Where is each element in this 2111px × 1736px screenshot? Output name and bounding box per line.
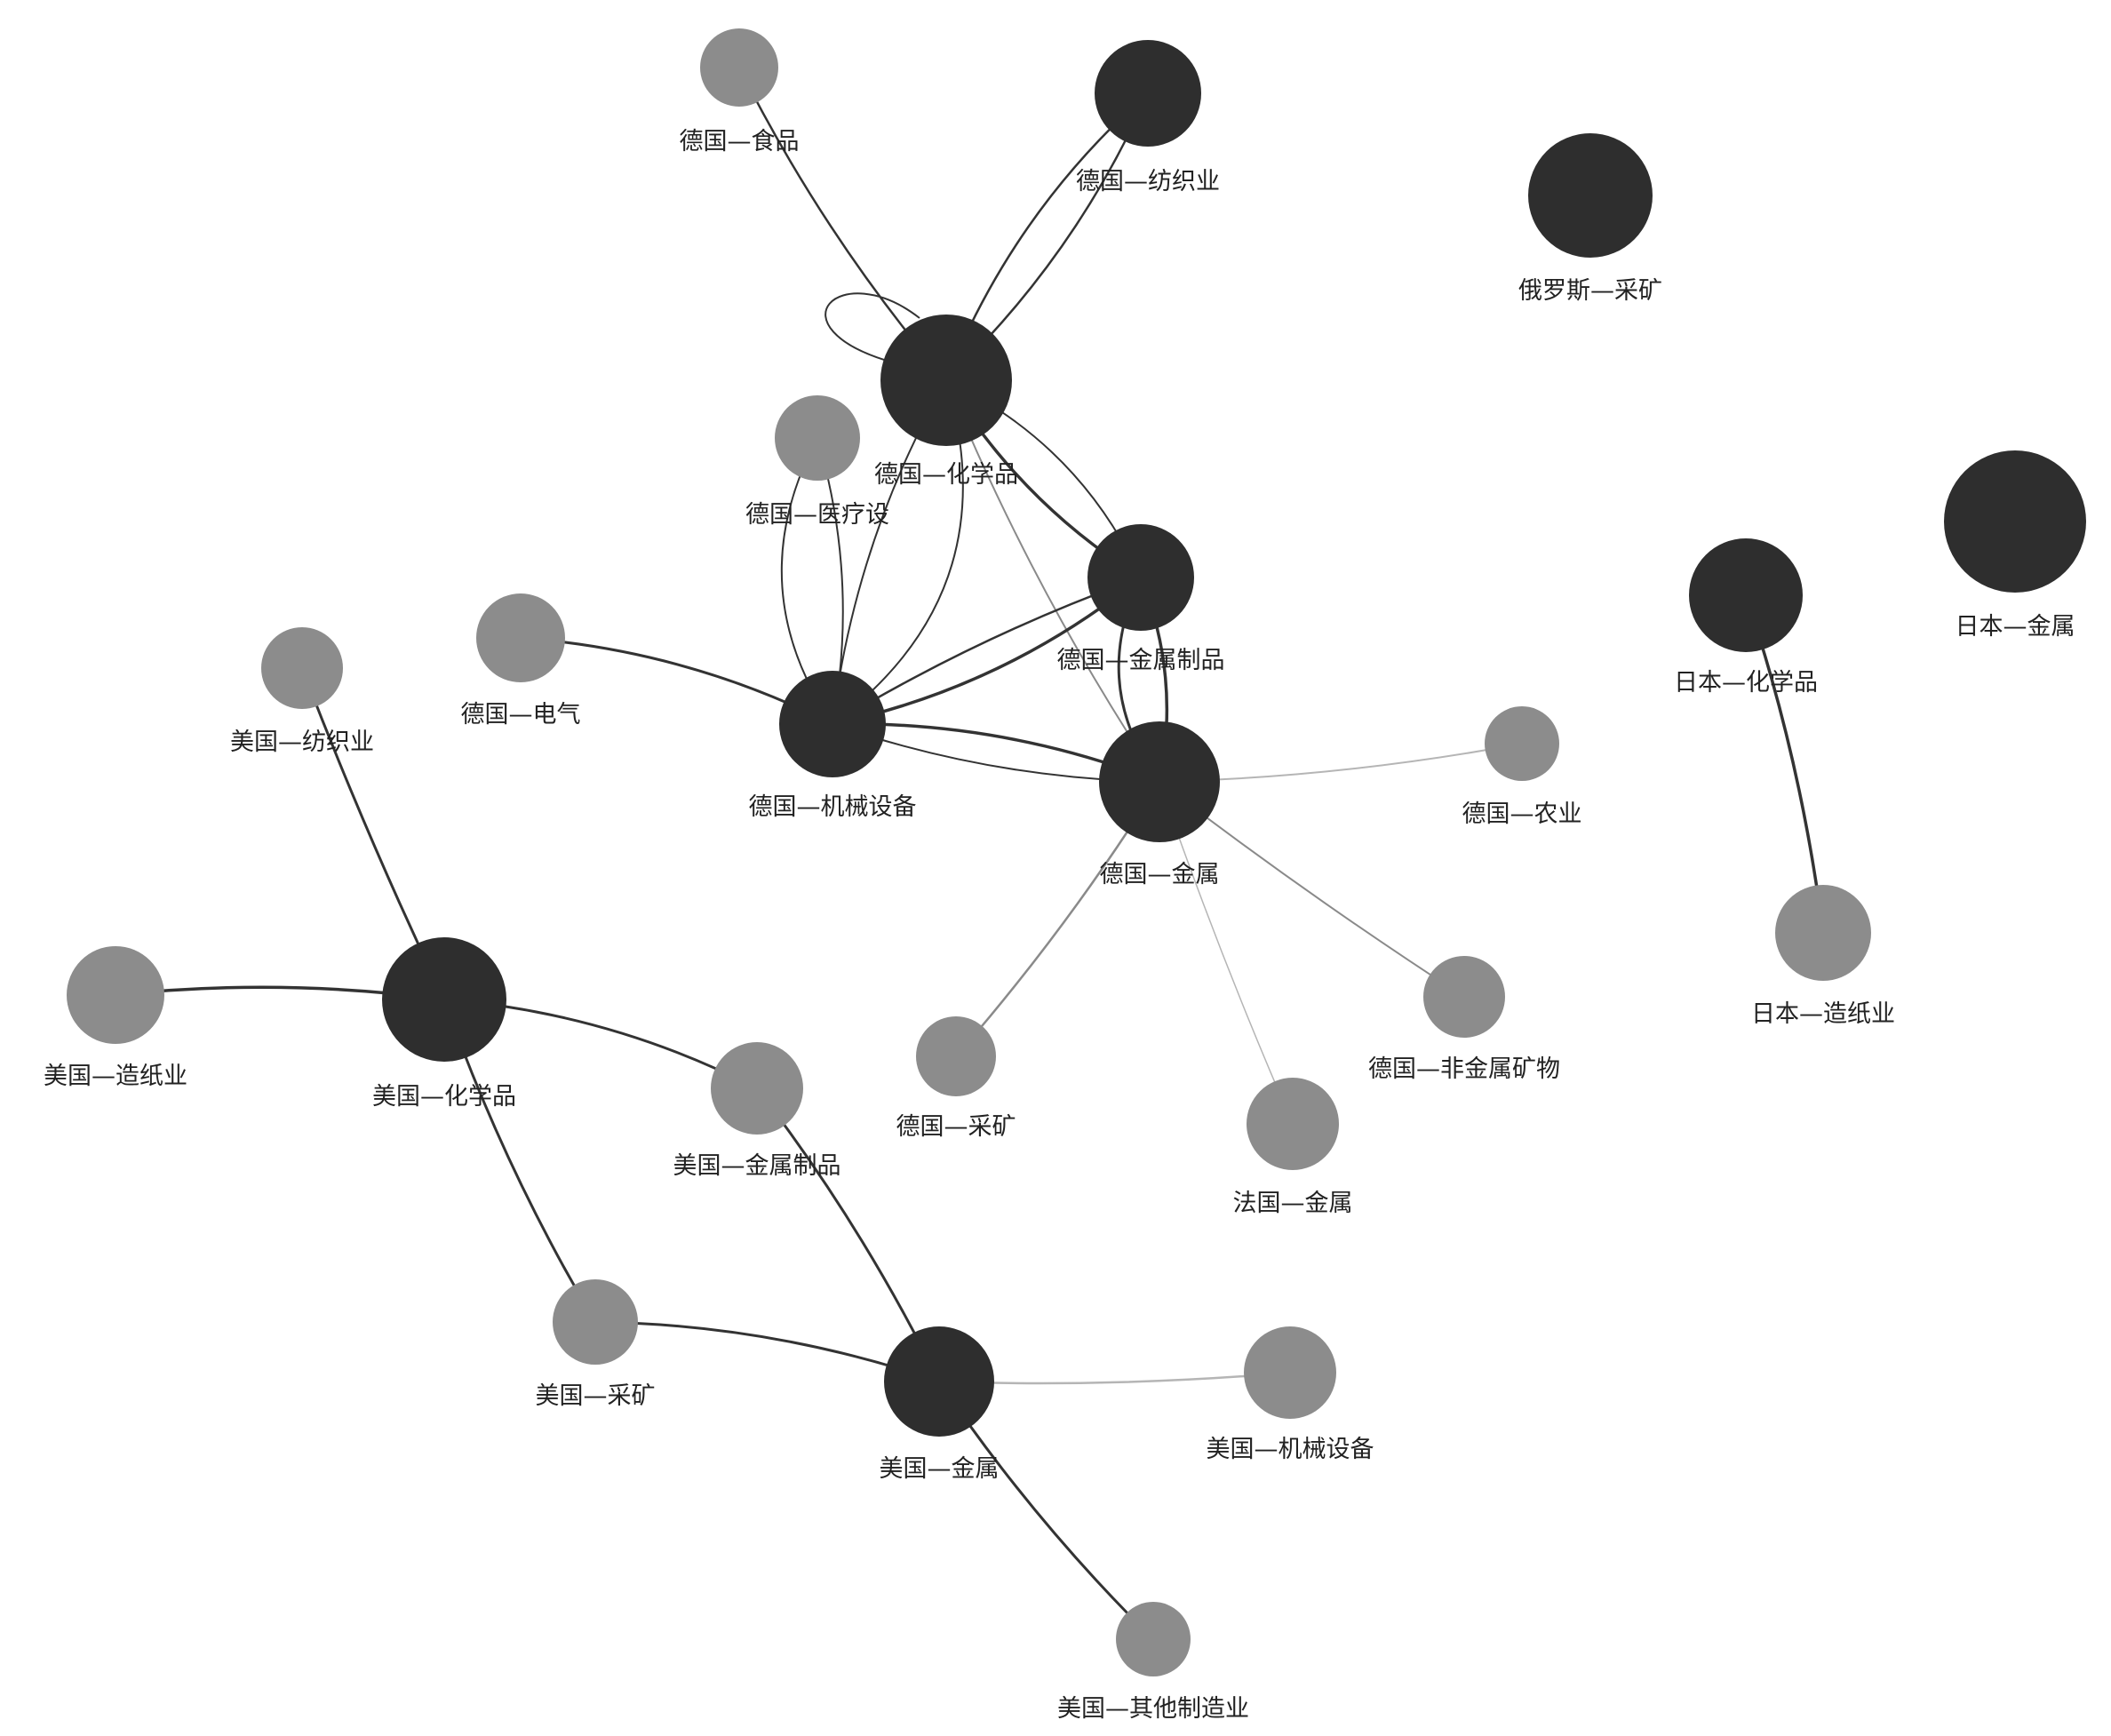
node-de-chem[interactable]: 德国—化学品 [874, 315, 1018, 489]
node-circle-us-paper[interactable] [67, 946, 164, 1044]
node-circle-de-med[interactable] [775, 395, 860, 481]
node-circle-us-textile[interactable] [261, 627, 343, 709]
node-circle-us-chem[interactable] [382, 937, 506, 1062]
node-de-metalprod[interactable]: 德国—金属制品 [1057, 524, 1225, 674]
node-label-us-othermfg: 美国—其他制造业 [1057, 1695, 1249, 1723]
node-de-textile[interactable]: 德国—纺织业 [1076, 40, 1220, 195]
node-jp-chem[interactable]: 日本—化学品 [1674, 538, 1818, 697]
node-label-jp-metal: 日本—金属 [1956, 613, 2075, 641]
node-de-mining[interactable]: 德国—采矿 [896, 1016, 1016, 1141]
node-us-paper[interactable]: 美国—造纸业 [44, 946, 187, 1090]
node-us-othermfg[interactable]: 美国—其他制造业 [1057, 1602, 1249, 1723]
node-jp-metal[interactable]: 日本—金属 [1944, 450, 2086, 641]
node-label-de-machine: 德国—机械设备 [749, 793, 917, 821]
node-circle-de-textile[interactable] [1095, 40, 1201, 147]
node-fr-metal[interactable]: 法国—金属 [1233, 1078, 1353, 1217]
node-circle-us-metal[interactable] [884, 1326, 994, 1437]
node-circle-de-elec[interactable] [476, 593, 565, 682]
node-label-jp-chem: 日本—化学品 [1674, 669, 1818, 697]
node-circle-de-agri[interactable] [1485, 706, 1559, 781]
node-label-de-med: 德国—医疗设 [745, 501, 889, 529]
node-us-metalprod[interactable]: 美国—金属制品 [673, 1042, 841, 1180]
node-circle-us-mining[interactable] [553, 1279, 638, 1365]
node-label-de-food: 德国—食品 [680, 128, 800, 155]
node-de-agri[interactable]: 德国—农业 [1462, 706, 1582, 828]
node-label-de-nonmetal: 德国—非金属矿物 [1368, 1055, 1560, 1083]
node-de-machine[interactable]: 德国—机械设备 [749, 671, 917, 821]
node-circle-de-chem[interactable] [880, 315, 1012, 446]
node-us-machine[interactable]: 美国—机械设备 [1207, 1326, 1374, 1463]
node-label-us-metal: 美国—金属 [880, 1455, 1000, 1483]
node-circle-de-metal[interactable] [1099, 721, 1220, 842]
node-label-ru-mining: 俄罗斯—采矿 [1518, 277, 1662, 305]
node-label-us-machine: 美国—机械设备 [1207, 1436, 1374, 1463]
node-label-de-chem: 德国—化学品 [874, 461, 1018, 489]
node-circle-us-metalprod[interactable] [711, 1042, 803, 1135]
node-label-jp-paper: 日本—造纸业 [1751, 1000, 1895, 1028]
node-circle-jp-chem[interactable] [1689, 538, 1803, 652]
node-us-textile[interactable]: 美国—纺织业 [230, 627, 374, 756]
node-circle-fr-metal[interactable] [1247, 1078, 1339, 1170]
node-de-med[interactable]: 德国—医疗设 [745, 395, 889, 529]
node-circle-jp-metal[interactable] [1944, 450, 2086, 593]
node-label-de-metalprod: 德国—金属制品 [1057, 647, 1225, 674]
node-circle-de-metalprod[interactable] [1087, 524, 1194, 631]
node-us-chem[interactable]: 美国—化学品 [372, 937, 516, 1111]
node-de-food[interactable]: 德国—食品 [680, 28, 800, 155]
node-circle-jp-paper[interactable] [1775, 885, 1871, 981]
node-label-de-mining: 德国—采矿 [896, 1113, 1016, 1141]
node-label-us-metalprod: 美国—金属制品 [673, 1152, 841, 1180]
node-circle-us-machine[interactable] [1244, 1326, 1336, 1419]
node-label-us-mining: 美国—采矿 [536, 1382, 656, 1410]
node-circle-ru-mining[interactable] [1528, 133, 1653, 258]
node-circle-de-mining[interactable] [916, 1016, 996, 1096]
node-label-de-textile: 德国—纺织业 [1076, 168, 1220, 195]
node-circle-us-othermfg[interactable] [1116, 1602, 1191, 1676]
node-jp-paper[interactable]: 日本—造纸业 [1751, 885, 1895, 1028]
node-circle-de-machine[interactable] [779, 671, 886, 777]
node-label-us-paper: 美国—造纸业 [44, 1063, 187, 1090]
node-label-us-textile: 美国—纺织业 [230, 729, 374, 756]
edge-de-chem-de-chem [824, 292, 920, 363]
node-de-elec[interactable]: 德国—电气 [461, 593, 581, 729]
node-circle-de-nonmetal[interactable] [1423, 956, 1505, 1038]
node-label-de-metal: 德国—金属 [1100, 861, 1220, 888]
node-de-nonmetal[interactable]: 德国—非金属矿物 [1368, 956, 1560, 1083]
node-label-de-elec: 德国—电气 [461, 701, 581, 729]
node-circle-de-food[interactable] [700, 28, 778, 107]
node-us-metal[interactable]: 美国—金属 [880, 1326, 1000, 1483]
node-label-de-agri: 德国—农业 [1462, 800, 1582, 828]
node-ru-mining[interactable]: 俄罗斯—采矿 [1518, 133, 1662, 305]
node-de-metal[interactable]: 德国—金属 [1099, 721, 1220, 888]
node-label-fr-metal: 法国—金属 [1233, 1190, 1353, 1217]
node-us-mining[interactable]: 美国—采矿 [536, 1279, 656, 1410]
node-label-us-chem: 美国—化学品 [372, 1083, 516, 1111]
